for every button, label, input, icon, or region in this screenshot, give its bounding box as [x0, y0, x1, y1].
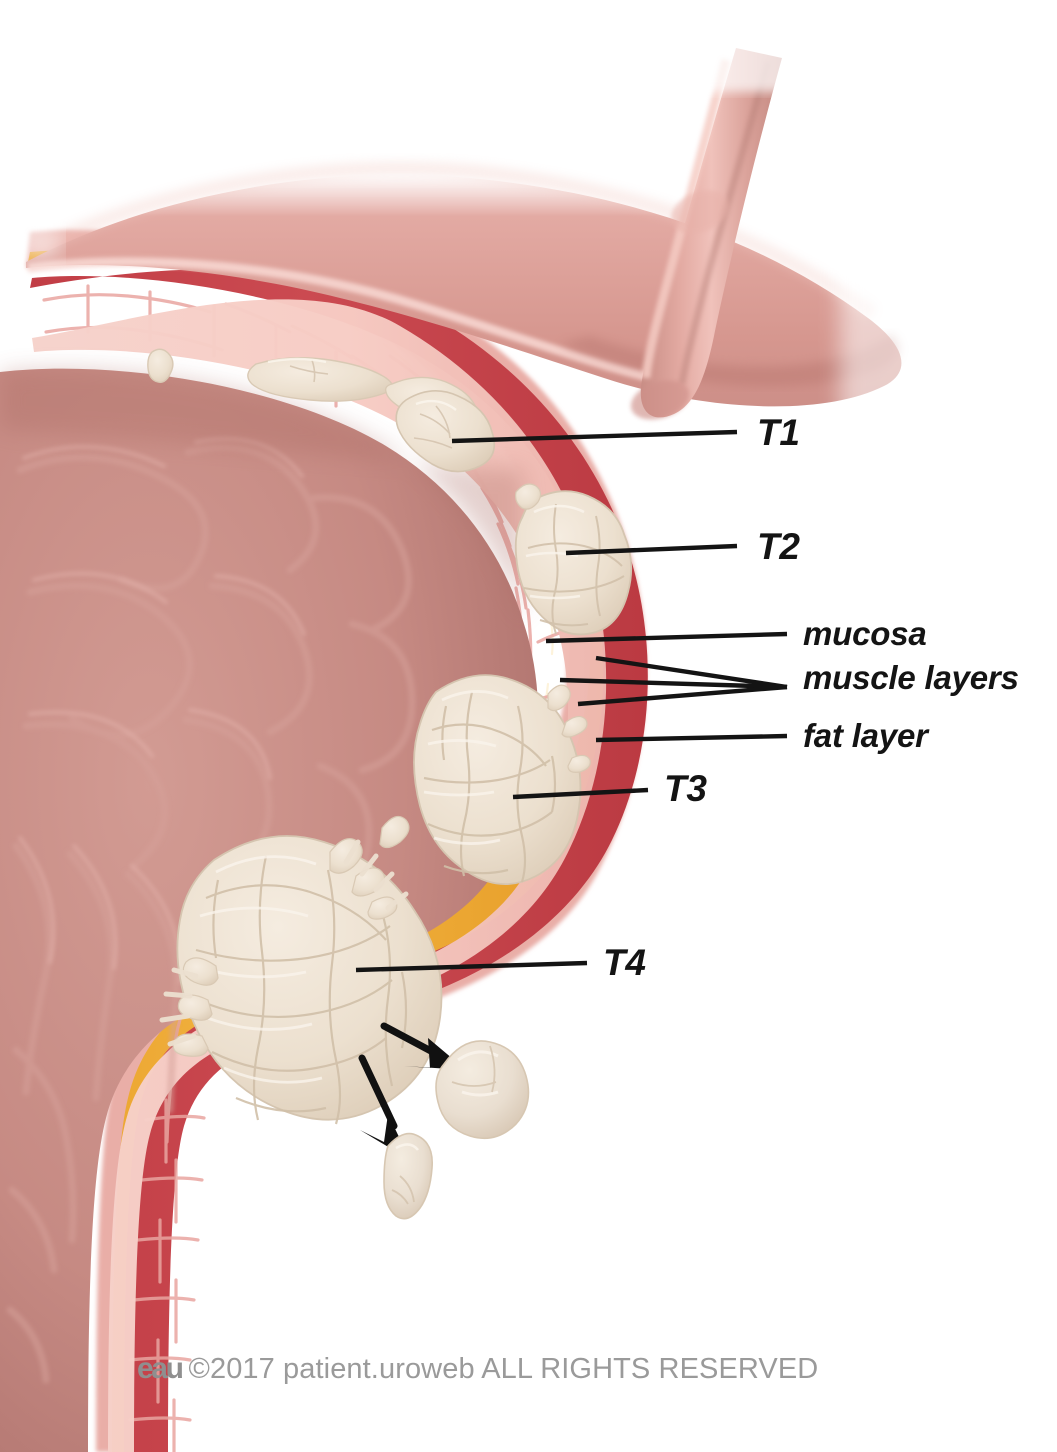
lymph-node-metastasis-2 — [383, 1132, 434, 1220]
tumour-t2 — [514, 483, 633, 636]
label-t4: T4 — [603, 942, 646, 983]
leader-fat — [595, 733, 788, 743]
label-t2: T2 — [757, 526, 800, 567]
copyright-credit: eau ©2017 patient.uroweb ALL RIGHTS RESE… — [137, 1352, 818, 1386]
label-t1: T1 — [757, 412, 800, 453]
leader-t4 — [355, 960, 588, 973]
label-fat-layer: fat layer — [803, 717, 928, 754]
ureter — [630, 36, 810, 420]
leader-lines — [355, 429, 788, 973]
copyright-text: ©2017 patient.uroweb ALL RIGHTS RESERVED — [188, 1352, 819, 1385]
leader-t1 — [451, 429, 738, 444]
label-t3: T3 — [664, 768, 707, 809]
leader-t2 — [565, 543, 738, 556]
tumour-t3 — [413, 674, 591, 885]
label-mucosa: mucosa — [803, 615, 927, 652]
tumour-t1 — [147, 348, 496, 473]
leader-muscle-1 — [595, 655, 788, 690]
leader-muscle-3 — [577, 684, 788, 707]
leader-muscle-2 — [559, 677, 788, 690]
leader-mucosa — [545, 631, 788, 644]
eau-logo: eau — [137, 1352, 184, 1385]
leader-t3 — [512, 787, 649, 800]
label-muscle-layers: muscle layers — [803, 659, 1019, 696]
lymph-node-metastasis-1 — [435, 1040, 530, 1140]
